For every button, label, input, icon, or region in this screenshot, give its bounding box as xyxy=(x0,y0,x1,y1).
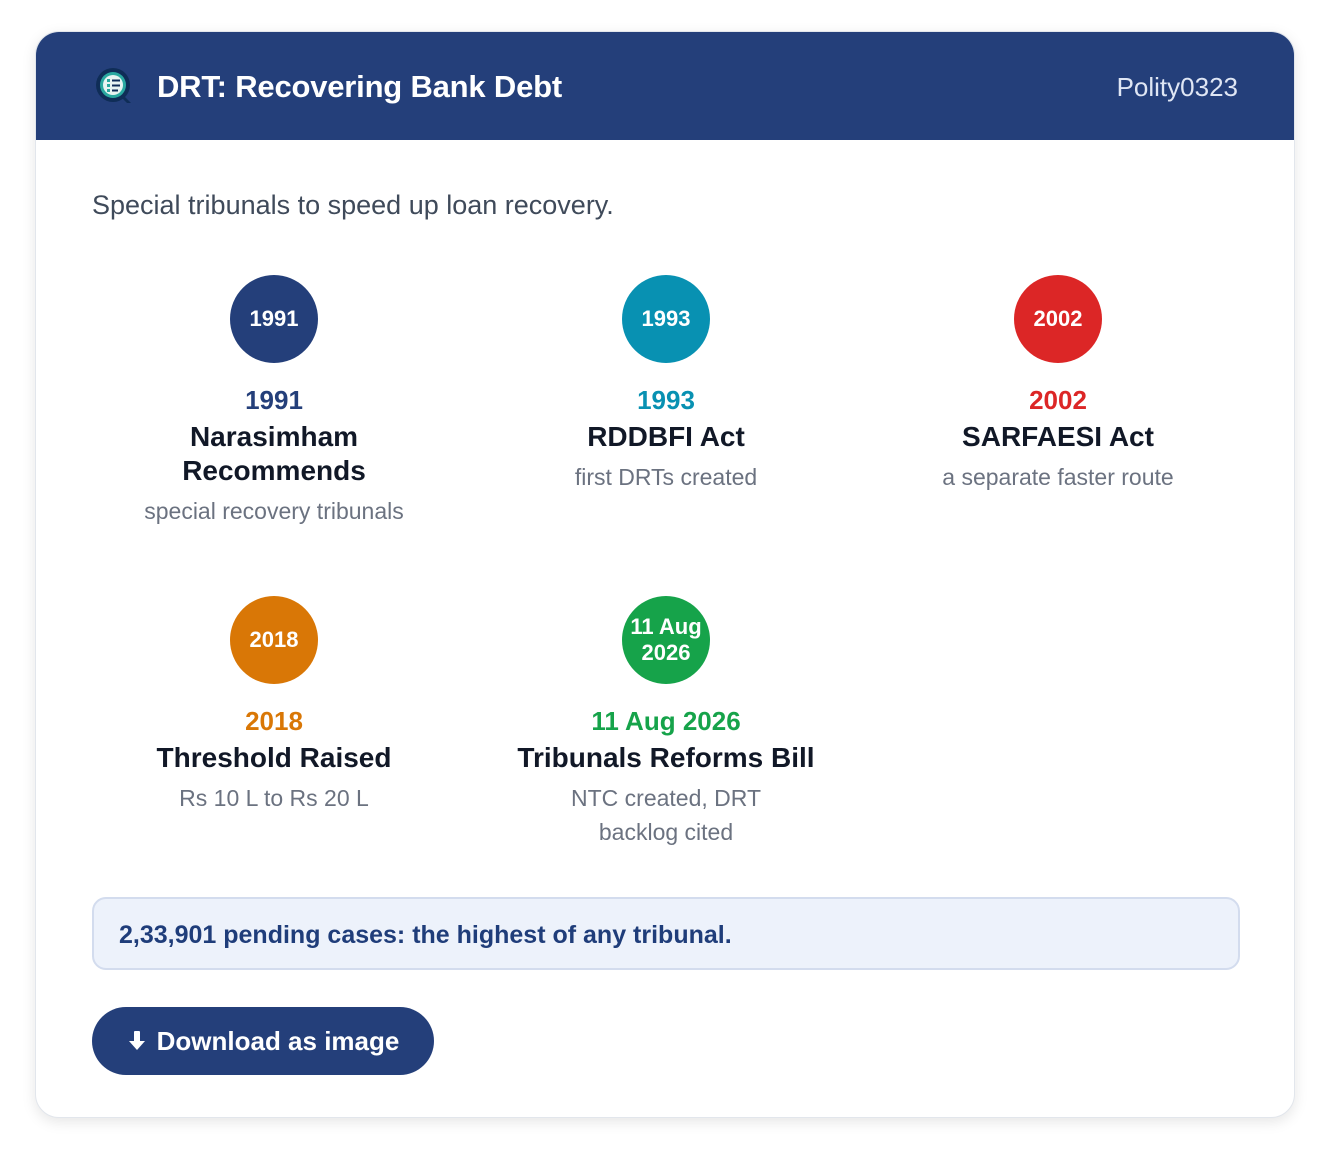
event-year: 1993 xyxy=(637,385,695,415)
event-description: special recovery tribunals xyxy=(144,498,404,524)
event-title: Narasimham Recommends xyxy=(182,421,366,486)
event-year: 2002 xyxy=(1029,385,1087,415)
download-label: Download as image xyxy=(156,1025,400,1056)
quiz-logo-icon xyxy=(96,68,131,103)
download-image-button[interactable]: Download as image xyxy=(92,1007,434,1075)
event-title: SARFAESI Act xyxy=(962,421,1154,452)
download-arrow-icon xyxy=(128,1031,145,1050)
event-title: Threshold Raised xyxy=(156,742,392,773)
timeline-event: 1991 1991 Narasimham Recommends special … xyxy=(94,275,454,528)
topic-code: Polity0323 xyxy=(1116,72,1238,102)
note-text: 2,33,901 pending cases: the highest of a… xyxy=(119,921,732,949)
timeline-event: 2002 2002 SARFAESI Act a separate faster… xyxy=(878,275,1238,494)
year-badge: 1993 xyxy=(622,275,710,363)
event-description: Rs 10 L to Rs 20 L xyxy=(179,785,369,811)
timeline-event: 2018 2018 Threshold Raised Rs 10 L to Rs… xyxy=(94,596,454,815)
event-description: NTC created, DRT backlog cited xyxy=(571,785,762,845)
timeline-card: DRT: Recovering Bank Debt Polity0323 Spe… xyxy=(35,31,1295,1118)
year-badge: 1991 xyxy=(230,275,318,363)
card-subtitle: Special tribunals to speed up loan recov… xyxy=(92,190,614,220)
event-title: Tribunals Reforms Bill xyxy=(517,742,815,773)
timeline-event: 11 Aug 2026 11 Aug 2026 Tribunals Reform… xyxy=(486,596,846,849)
event-year: 2018 xyxy=(245,706,303,736)
event-title: RDDBFI Act xyxy=(587,421,745,452)
year-badge: 11 Aug 2026 xyxy=(622,596,710,684)
year-badge: 2018 xyxy=(230,596,318,684)
card-header: DRT: Recovering Bank Debt Polity0323 xyxy=(36,32,1294,140)
timeline-event: 1993 1993 RDDBFI Act first DRTs created xyxy=(486,275,846,494)
event-description: a separate faster route xyxy=(942,464,1174,490)
year-badge: 2002 xyxy=(1014,275,1102,363)
page-title: DRT: Recovering Bank Debt xyxy=(157,69,562,104)
event-year: 1991 xyxy=(245,385,303,415)
event-description: first DRTs created xyxy=(574,464,758,490)
pending-cases-note: 2,33,901 pending cases: the highest of a… xyxy=(92,897,1240,970)
event-year: 11 Aug 2026 xyxy=(591,706,741,736)
